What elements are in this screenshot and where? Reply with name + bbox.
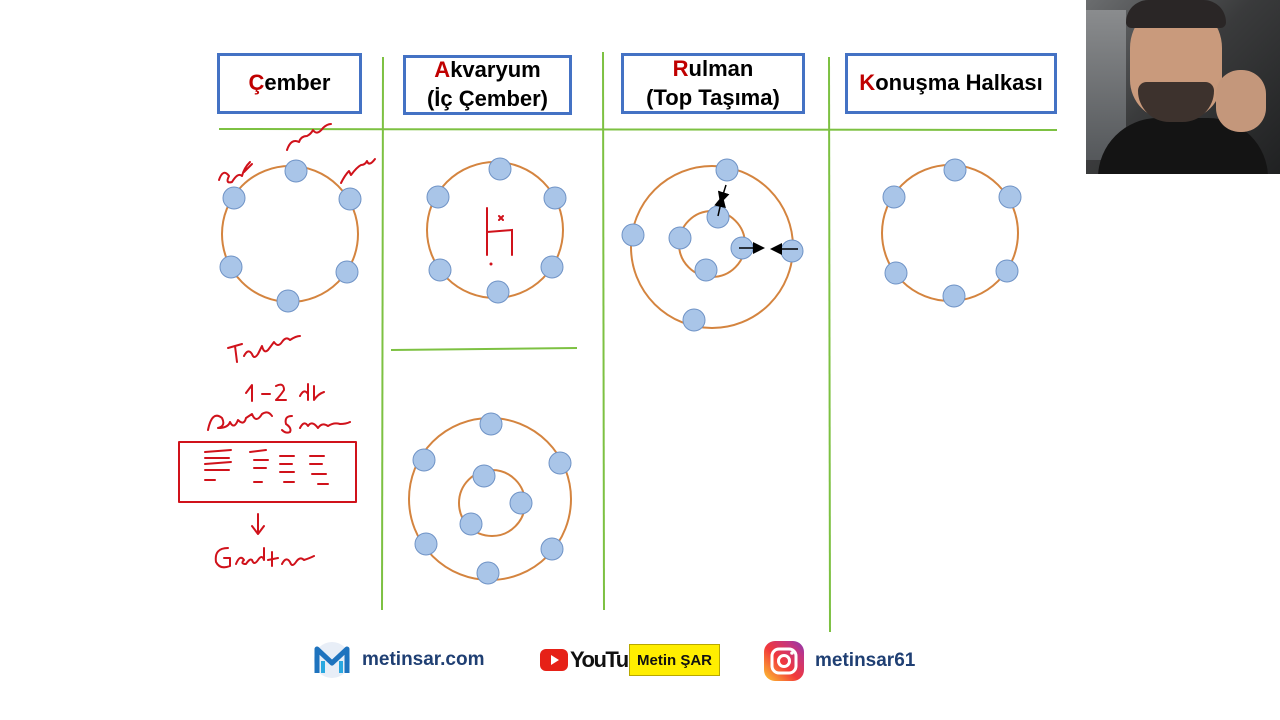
youtube-channel-name: Metin ŞAR [637, 651, 712, 669]
node-inner [509, 491, 533, 515]
presenter-hair [1126, 0, 1226, 28]
ink-sketch [486, 207, 513, 256]
node [284, 159, 308, 183]
node [943, 158, 967, 182]
footer-website[interactable]: metinsar.com [312, 641, 485, 679]
node [414, 532, 438, 556]
m-logo-icon [314, 642, 350, 678]
divider-akvaryum-split [390, 347, 578, 351]
diagram-akvaryum-top [426, 157, 567, 304]
header-akvaryum-initial: A [434, 57, 451, 83]
ink-dot [489, 262, 493, 266]
node-inner [472, 464, 496, 488]
node [540, 537, 564, 561]
node-inner [706, 205, 730, 229]
header-akvaryum-title: kvaryum [450, 57, 541, 83]
node [488, 157, 512, 181]
header-rulman-title: ulman [688, 55, 754, 81]
node [335, 260, 359, 284]
node [995, 259, 1019, 283]
presenter-beard [1138, 82, 1214, 122]
header-konusma-halkasi: Konuşma Halkası [845, 53, 1057, 114]
node [998, 185, 1022, 209]
ink-down-arrow [251, 513, 265, 535]
header-rulman: Rulman (Top Taşıma) [621, 53, 805, 114]
header-cember: Çember [217, 53, 362, 114]
presenter-hand [1216, 70, 1266, 132]
header-rulman-initial: R [672, 55, 689, 81]
diagram-konusma-halkasi [881, 158, 1022, 308]
instagram-handle[interactable]: metinsar61 [815, 650, 916, 671]
ink-scribble-top-middle [286, 123, 332, 151]
diagram-akvaryum-bottom [408, 412, 572, 585]
diagram-rulman [621, 158, 804, 332]
node [479, 412, 503, 436]
handwriting-annotations [178, 123, 376, 569]
node [426, 185, 450, 209]
ink-scribble-duration [245, 383, 325, 402]
node [428, 258, 452, 282]
header-akvaryum: Akvaryum (İç Çember) [403, 55, 572, 115]
node [338, 187, 362, 211]
node [780, 239, 804, 263]
divider-vertical-1 [381, 56, 384, 611]
node [548, 451, 572, 475]
node [715, 158, 739, 182]
website-link[interactable]: metinsar.com [362, 649, 485, 670]
node-inner [459, 512, 483, 536]
header-cember-title: ember [264, 70, 331, 96]
youtube-play-icon [540, 649, 568, 671]
node [476, 561, 500, 585]
node [543, 186, 567, 210]
node [412, 448, 436, 472]
arrow-up [714, 195, 726, 217]
node-inner [694, 258, 718, 282]
ink-box [178, 441, 357, 503]
instagram-icon [764, 641, 804, 681]
node [540, 255, 564, 279]
header-konusma-initial: K [859, 70, 876, 96]
ring-outer [630, 165, 794, 329]
header-cember-initial: Ç [248, 70, 265, 96]
node [222, 186, 246, 210]
header-konusma-title: onuşma Halkası [875, 70, 1043, 96]
youtube-channel-badge[interactable]: Metin ŞAR [629, 644, 720, 676]
node [621, 223, 645, 247]
divider-vertical-3 [828, 56, 831, 633]
ink-box-lines [204, 449, 329, 485]
node-inner [668, 226, 692, 250]
node [276, 289, 300, 313]
ink-scribble-top-right [340, 158, 376, 184]
header-akvaryum-subtitle: (İç Çember) [426, 86, 549, 111]
webcam-video [1086, 0, 1280, 174]
node [942, 284, 966, 308]
ink-scribble-subtitle [207, 411, 351, 434]
node [884, 261, 908, 285]
footer-instagram[interactable]: metinsar61 [763, 640, 915, 682]
node [486, 280, 510, 304]
node [682, 308, 706, 332]
ink-scribble-top-left [218, 161, 253, 184]
diagram-cember [219, 159, 362, 313]
ring-cember [221, 165, 359, 303]
divider-vertical-2 [602, 51, 605, 611]
ink-scribble-result [214, 547, 315, 569]
node [219, 255, 243, 279]
header-rulman-subtitle: (Top Taşıma) [646, 84, 780, 110]
ink-scribble-tartisma [227, 335, 301, 363]
divider-horizontal [218, 128, 1058, 131]
node [882, 185, 906, 209]
